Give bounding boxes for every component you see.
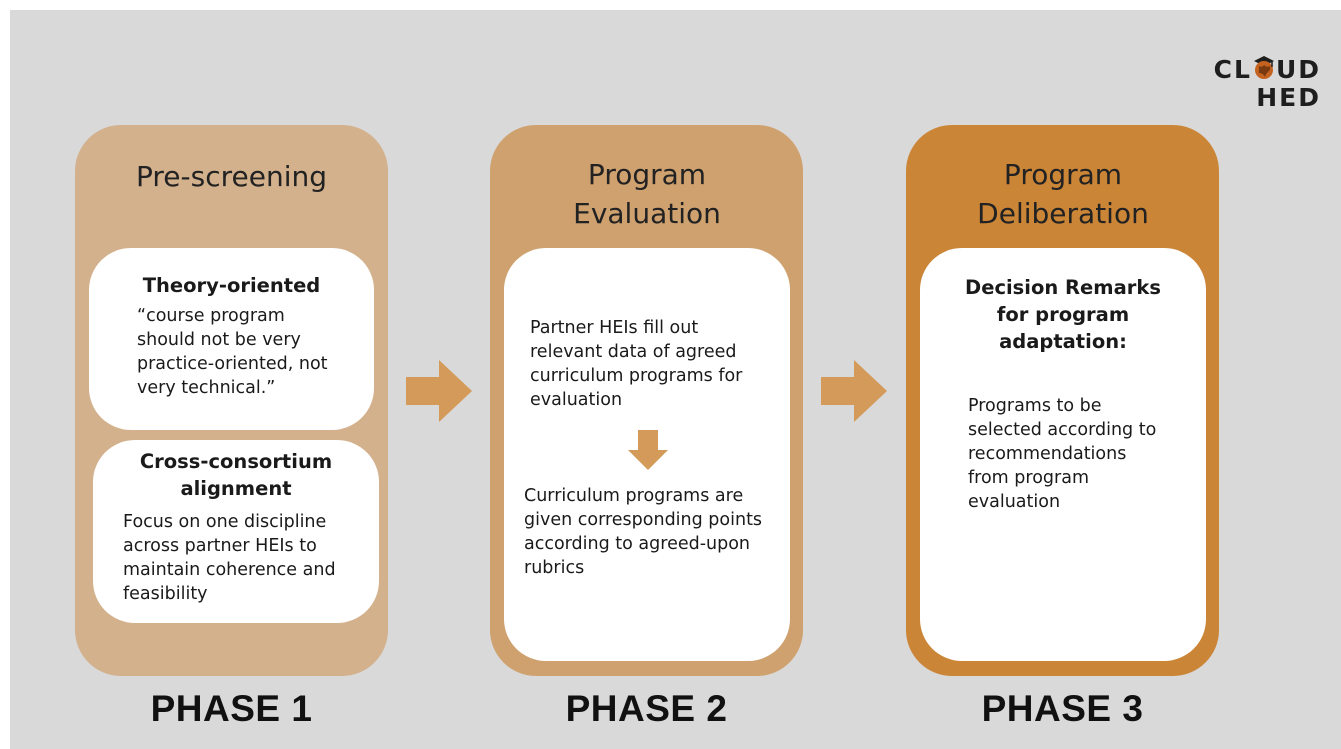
theory-oriented-card: Theory-oriented “course program should n…	[89, 248, 374, 430]
phase-2-title: Program Evaluation	[573, 158, 721, 230]
phase-3-label: PHASE 3	[981, 688, 1144, 729]
deliberation-heading: Decision Remarks for program adaptation:	[965, 276, 1161, 353]
evaluation-card: Partner HEIs fill out relevant data of a…	[504, 248, 790, 661]
card-text: “course program should not be very pract…	[137, 306, 328, 398]
card-heading: Cross-consortium alignment	[139, 450, 333, 500]
phase-3-title: Program Deliberation	[977, 158, 1149, 230]
card-text: Focus on one discipline across partner H…	[123, 512, 336, 604]
phase-2-panel: Program Evaluation Partner HEIs fill out…	[490, 125, 803, 676]
logo-line-2: HED	[1256, 83, 1321, 112]
graduation-globe-icon	[1253, 56, 1275, 81]
phase-1-title: Pre-screening	[136, 160, 327, 193]
deliberation-card: Decision Remarks for program adaptation:…	[920, 248, 1206, 661]
phase-2-label: PHASE 2	[565, 688, 728, 729]
phase-3-panel: Program Deliberation Decision Remarks fo…	[906, 125, 1219, 676]
evaluation-step-1: Partner HEIs fill out relevant data of a…	[530, 318, 743, 410]
deliberation-text: Programs to be selected according to rec…	[968, 396, 1157, 512]
phase-1-label: PHASE 1	[150, 688, 313, 729]
right-arrow-icon	[821, 360, 887, 422]
card-heading: Theory-oriented	[142, 274, 321, 297]
phase-1-panel: Pre-screening Theory-oriented “course pr…	[75, 125, 388, 676]
evaluation-step-2: Curriculum programs are given correspond…	[524, 486, 763, 578]
cross-consortium-card: Cross-consortium alignment Focus on one …	[93, 440, 379, 623]
down-arrow-icon	[628, 430, 668, 470]
right-arrow-icon	[406, 360, 472, 422]
